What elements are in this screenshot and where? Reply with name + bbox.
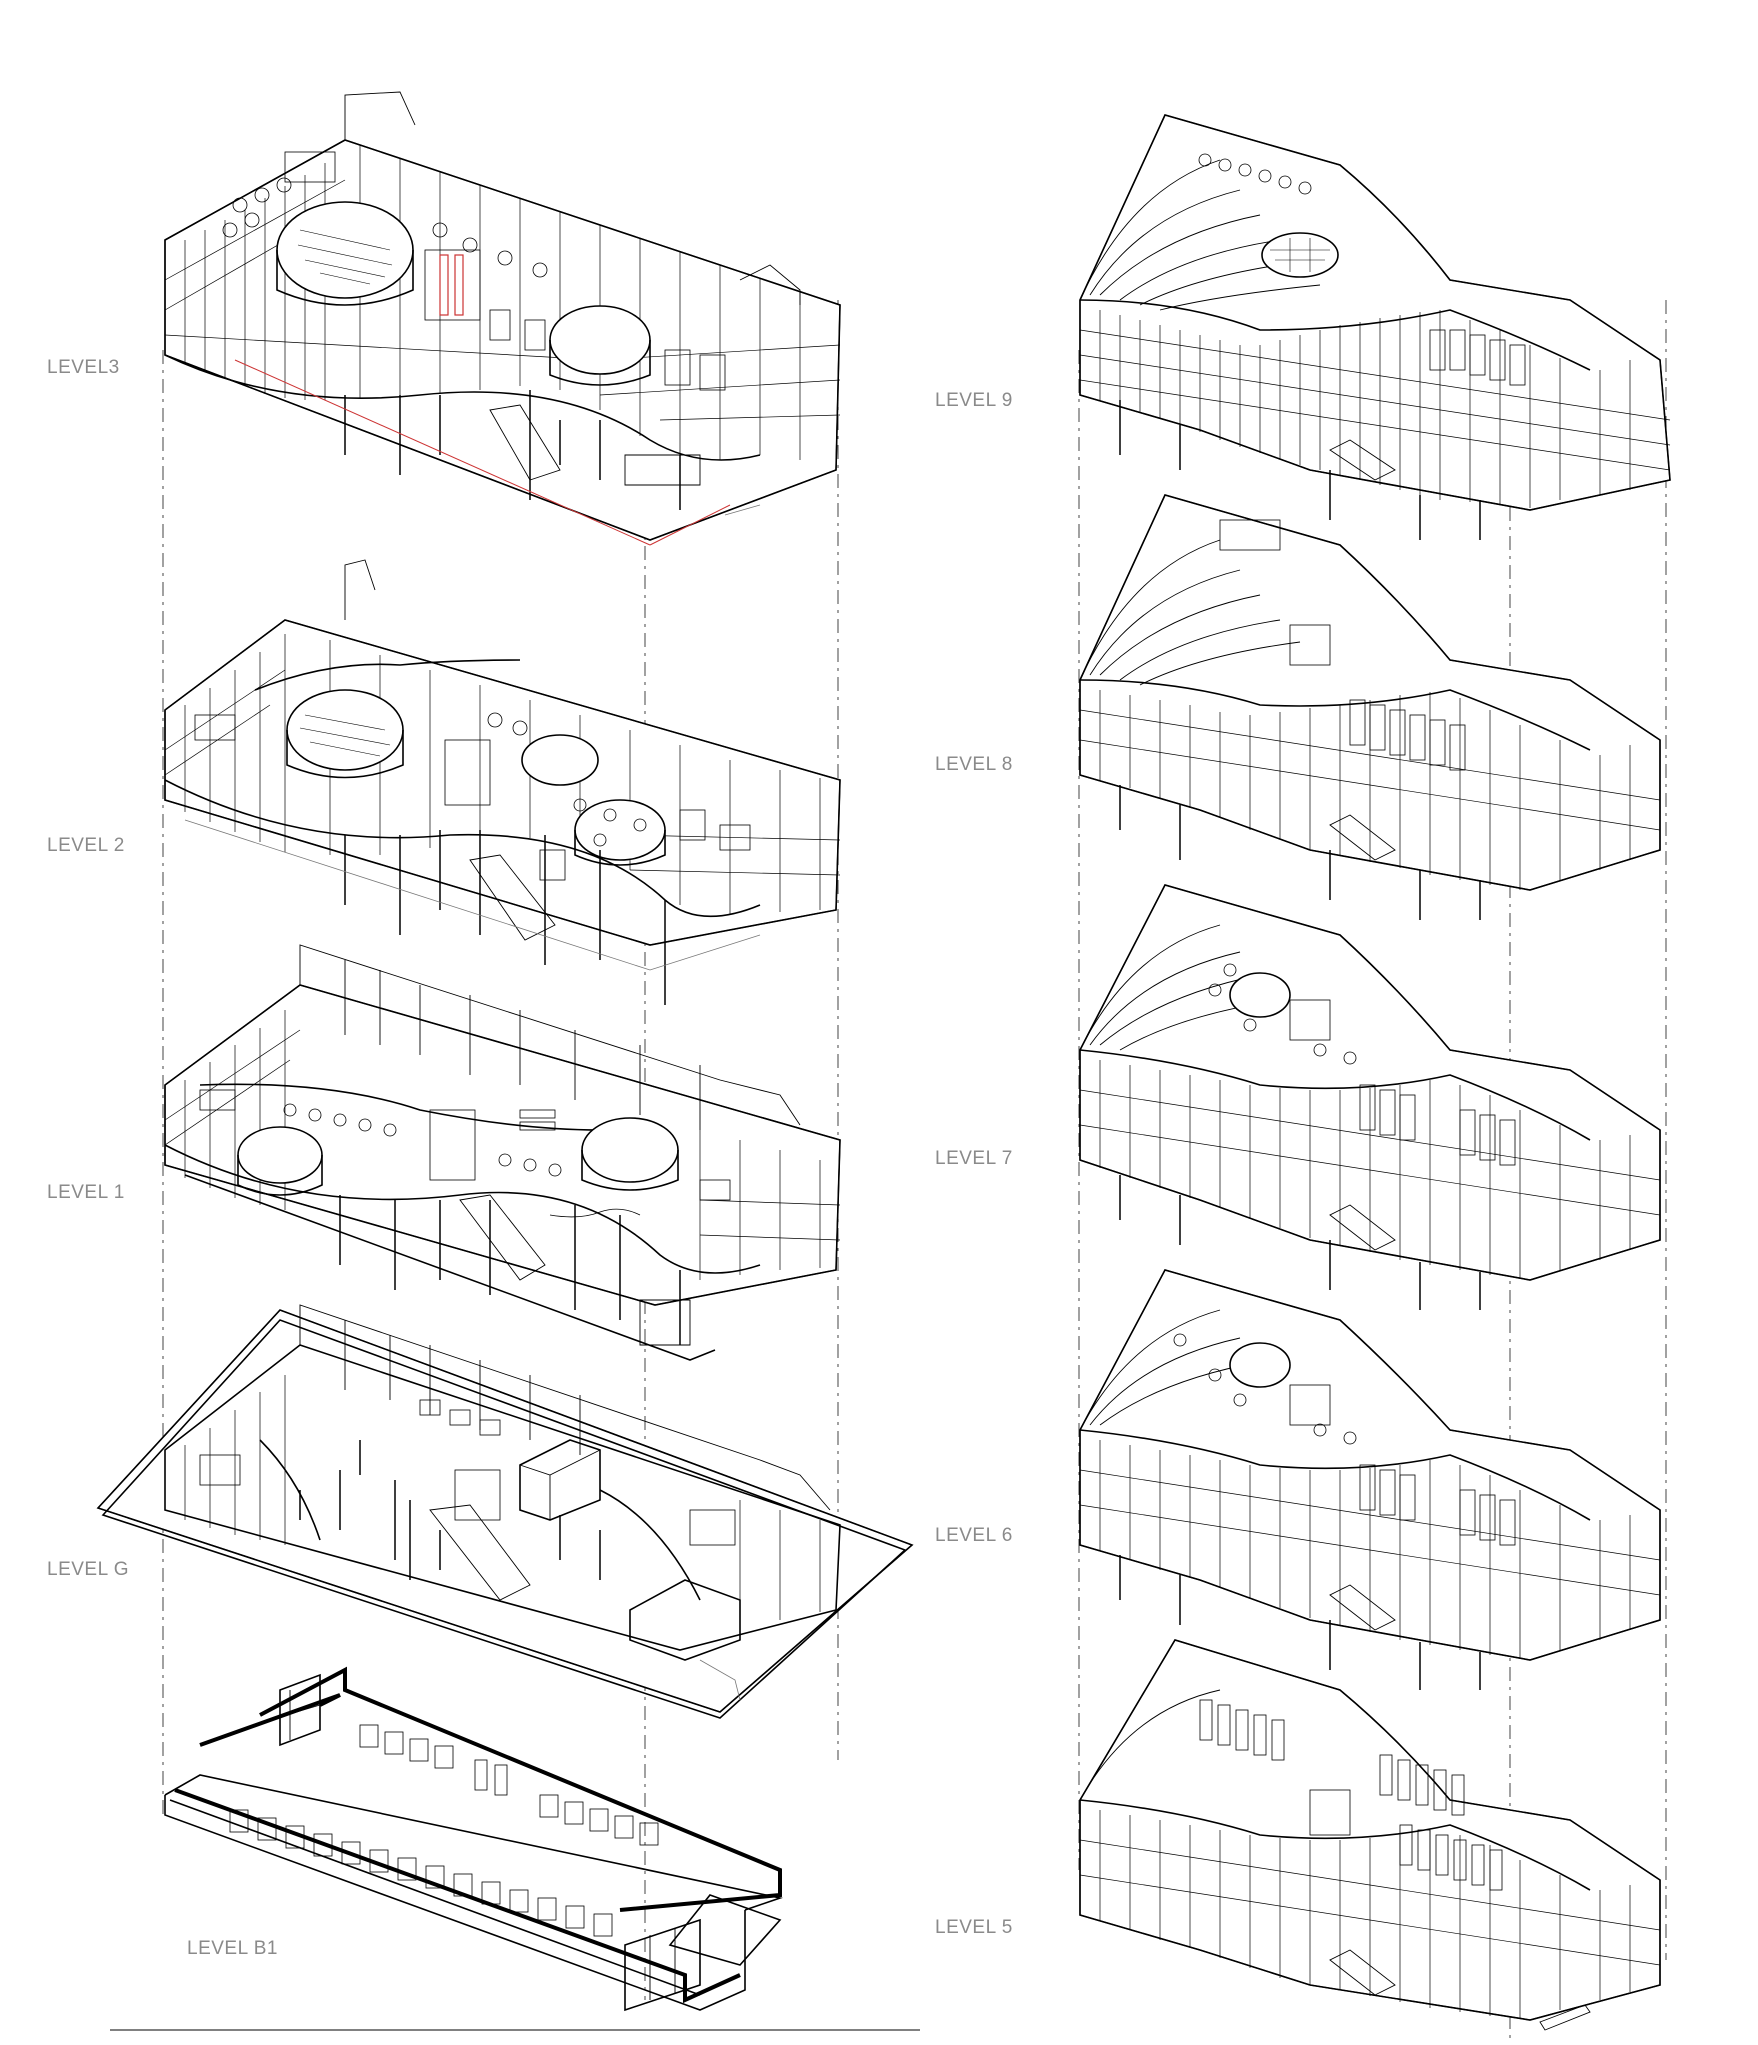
floor-level-7	[1079, 884, 1661, 1310]
floor-level-8	[1079, 494, 1661, 920]
label-level-b1: LEVEL B1	[187, 1938, 278, 1959]
label-level-g: LEVEL G	[47, 1559, 129, 1580]
floor-level-6	[1079, 1269, 1661, 1690]
label-level-7: LEVEL 7	[935, 1148, 1013, 1169]
label-level-9: LEVEL 9	[935, 390, 1013, 411]
floor-level-2	[164, 559, 841, 1005]
label-level-5: LEVEL 5	[935, 1917, 1013, 1938]
level-3-columns	[344, 390, 681, 510]
floor-level-9	[1079, 114, 1671, 540]
label-level-8: LEVEL 8	[935, 754, 1013, 775]
floor-level-5	[1079, 1639, 1661, 2031]
label-level-1: LEVEL 1	[47, 1182, 125, 1203]
label-level-2: LEVEL 2	[47, 835, 125, 856]
floor-level-3	[164, 91, 841, 546]
label-level-6: LEVEL 6	[935, 1525, 1013, 1546]
floor-level-b1	[110, 1666, 920, 2031]
floor-level-g	[96, 1304, 914, 1719]
label-level-3: LEVEL3	[47, 357, 120, 378]
floor-level-1	[164, 944, 841, 1361]
